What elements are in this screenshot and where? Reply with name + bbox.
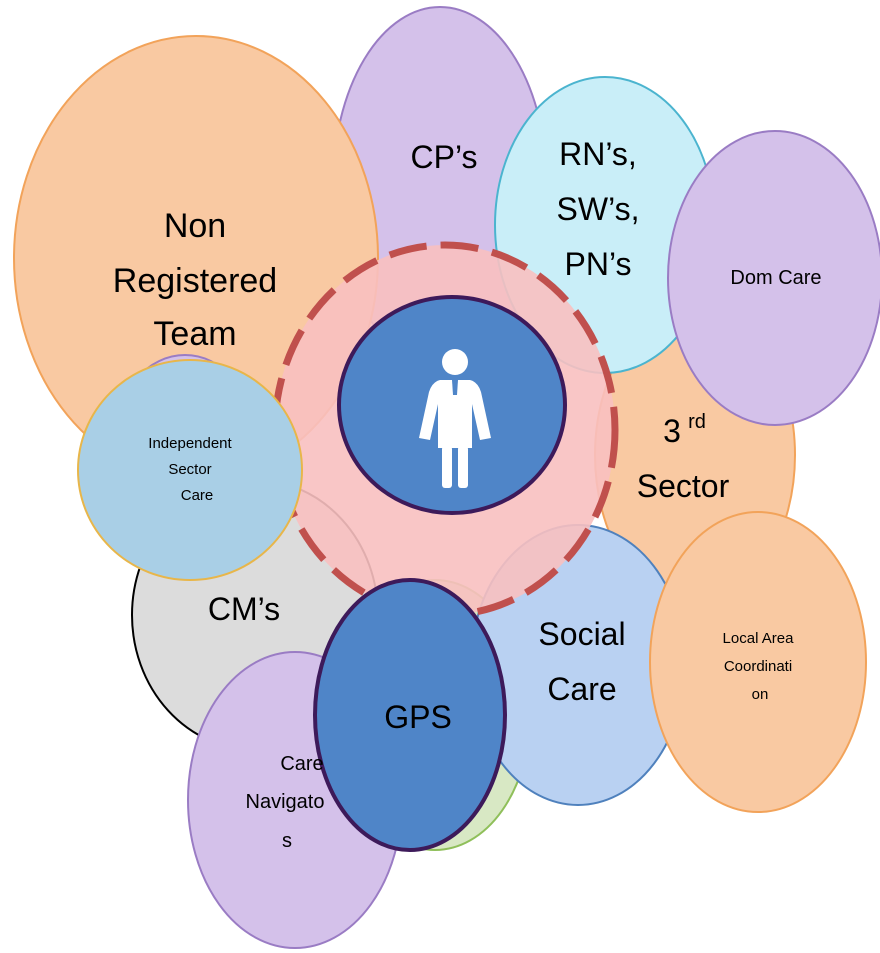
label-independent-3: Care <box>181 487 214 504</box>
bubble-independent-sector-care <box>77 359 303 581</box>
label-cps: CP’s <box>411 139 478 175</box>
label-non-registered-2: Registered <box>113 262 277 300</box>
label-care-nav-3: s <box>282 830 292 852</box>
label-rns: RN’s, <box>559 136 637 172</box>
label-gps: GPS <box>384 699 452 735</box>
label-social-care-1: Social <box>538 616 625 652</box>
label-pns: PN’s <box>565 246 632 282</box>
label-local-area-2: Coordinati <box>724 658 792 675</box>
person-icon <box>419 349 491 488</box>
label-third-sector-number: 3 <box>663 413 681 449</box>
bubble-dom-care <box>667 130 880 426</box>
label-independent-1: Independent <box>148 435 232 452</box>
label-non-registered-1: Non <box>164 207 226 245</box>
label-third-sector-word: Sector <box>637 468 730 504</box>
label-local-area-1: Local Area <box>723 630 795 647</box>
label-dom-care: Dom Care <box>730 267 821 289</box>
bubble-gps <box>313 578 507 852</box>
label-non-registered-3: Team <box>153 315 236 353</box>
label-care-nav-1: Care <box>280 753 323 775</box>
label-social-care-2: Care <box>547 671 616 707</box>
bubble-local-area-coordination <box>649 511 867 813</box>
label-independent-2: Sector <box>168 461 211 478</box>
label-cms: CM’s <box>208 591 280 627</box>
label-local-area-3: on <box>752 686 769 703</box>
label-third-sector-sup: rd <box>688 411 706 433</box>
label-care-nav-2: Navigato <box>246 791 325 813</box>
label-sws: SW’s, <box>557 191 640 227</box>
